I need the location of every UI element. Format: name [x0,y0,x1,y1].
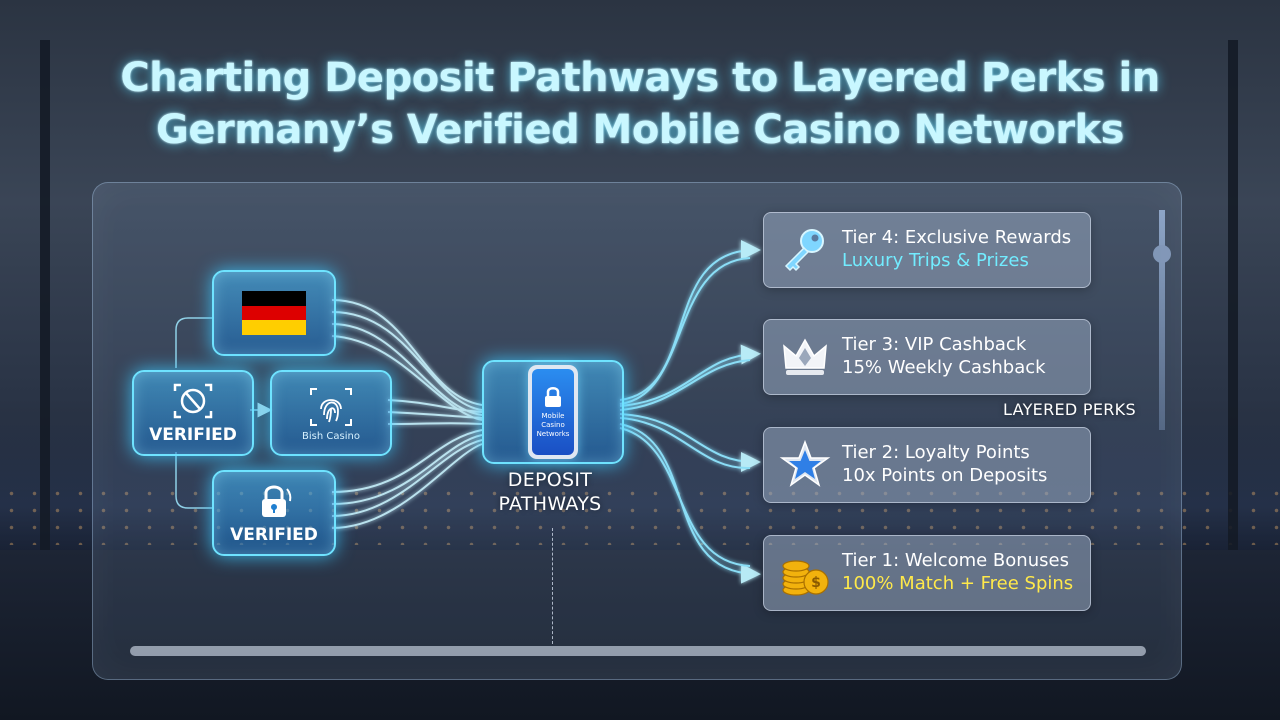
verified-check-icon [173,383,213,419]
tier-card-3[interactable]: Tier 3: VIP Cashback 15% Weekly Cashback [763,319,1091,395]
title-line-1: Charting Deposit Pathways to Layered Per… [120,55,1160,101]
hub-phone-text: Mobile Casino Networks [536,411,570,438]
germany-node[interactable] [212,270,336,356]
hub-label: DEPOSIT PATHWAYS [470,468,630,516]
connector-verified-to-flag [175,317,212,368]
flow-in [387,422,483,425]
flow-in [331,429,483,493]
flow-out-tier3 [619,359,751,411]
horizontal-scrollbar[interactable] [130,646,1146,656]
flow-in [331,439,483,517]
flow-in [387,399,483,413]
crown-icon [783,338,827,375]
tier-card-1[interactable]: $ Tier 1: Welcome Bonuses 100% Match + F… [763,535,1091,611]
flow-out-tier2 [619,417,751,470]
padlock-icon [262,485,292,517]
tier-1-detail: 100% Match + Free Spins [842,573,1074,594]
connector-verified-to-lock [175,452,212,509]
flow-in [331,311,483,411]
fingerprint-icon [310,387,352,426]
flow-in [331,299,483,406]
star-icon [779,439,831,487]
incoming-flows [331,299,483,529]
flow-out-tier4 [619,240,761,401]
tier-4-title: Tier 4: Exclusive Rewards [842,227,1072,248]
hub-label-line2: PATHWAYS [498,493,602,515]
hub-divider [552,528,553,644]
outgoing-flows [619,240,761,584]
verified-lock-node[interactable]: VERIFIED [212,470,336,556]
tier-4-detail: Luxury Trips & Prizes [842,250,1029,271]
hub-lock-icon [545,386,561,407]
gold-coins-icon: $ [782,560,829,596]
verified-id-node[interactable]: VERIFIED [132,370,254,456]
flow-in [387,411,483,419]
tier-card-4[interactable]: Tier 4: Exclusive Rewards Luxury Trips &… [763,212,1091,288]
tier-2-title: Tier 2: Loyalty Points [842,442,1030,463]
biometric-sublabel: Bish Casino [302,430,360,442]
flow-in [331,443,483,529]
title-line-2: Germany’s Verified Mobile Casino Network… [156,107,1124,153]
tier-3-detail: 15% Weekly Cashback [842,357,1046,378]
hub-label-line1: DEPOSIT [507,469,593,491]
layered-perks-label: LAYERED PERKS [1003,400,1136,419]
verified-id-label: VERIFIED [149,425,237,445]
deposit-hub[interactable]: Mobile Casino Networks [482,360,624,464]
key-icon [784,229,824,272]
flow-out-tier4 [619,257,751,405]
verified-lock-label: VERIFIED [230,525,318,545]
page-title: Charting Deposit Pathways to Layered Per… [0,52,1280,156]
flow-out-tier1 [619,427,751,567]
flow-out-tier1 [619,423,761,584]
tier-1-title: Tier 1: Welcome Bonuses [842,550,1069,571]
biometric-node[interactable]: Bish Casino [270,370,392,456]
flow-out-tier2 [619,413,761,472]
germany-flag-icon [242,291,306,336]
flow-in [331,335,483,421]
flow-in [331,434,483,505]
tier-3-title: Tier 3: VIP Cashback [842,334,1027,355]
svg-text:$: $ [811,575,821,591]
flow-out-tier3 [619,344,761,407]
tier-2-detail: 10x Points on Deposits [842,465,1048,486]
smartphone-lock-icon: Mobile Casino Networks [528,365,578,459]
tier-card-2[interactable]: Tier 2: Loyalty Points 10x Points on Dep… [763,427,1091,503]
